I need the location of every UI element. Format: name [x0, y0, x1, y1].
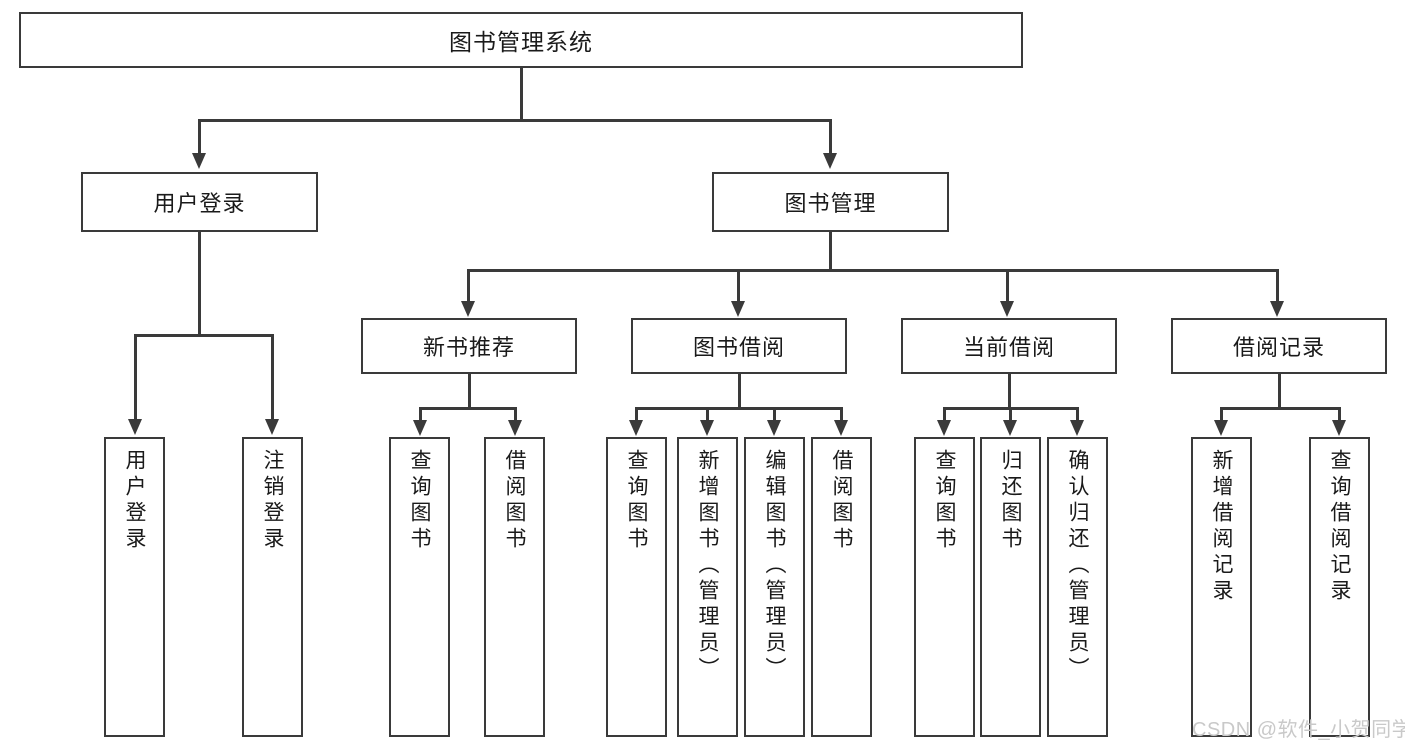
arrowhead-cb-leaf-2: [1003, 420, 1017, 436]
arrowhead-to-leaf-logout: [265, 419, 279, 435]
node-label: 新增图书（管理员）: [696, 449, 719, 683]
arrowhead-br-leaf-2: [1332, 420, 1346, 436]
node-new-book-recommend[interactable]: 新书推荐: [361, 318, 577, 374]
arrowhead-bb-leaf-4: [834, 420, 848, 436]
connector-bb-bus: [635, 407, 842, 410]
arrowhead-bb-leaf-1: [629, 420, 643, 436]
connector-user-login-bus: [134, 334, 273, 337]
node-label: 用户登录: [153, 191, 246, 216]
leaf-br-add-record[interactable]: 新增借阅记录: [1191, 437, 1252, 737]
connector-bb-drop-2: [706, 407, 709, 421]
connector-nbr-drop-2: [514, 407, 517, 421]
connector-root-bus: [198, 119, 832, 122]
connector-root-drop-2: [829, 119, 832, 155]
connector-br-drop-1: [1220, 407, 1223, 421]
node-label: 新书推荐: [422, 335, 515, 360]
leaf-cb-confirm-return-admin[interactable]: 确认归还（管理员）: [1047, 437, 1108, 737]
arrowhead-to-borrow-record: [1270, 301, 1284, 317]
node-label: 查询图书: [933, 449, 956, 553]
leaf-nbr-query-book[interactable]: 查询图书: [389, 437, 450, 737]
connector-bm-drop-3: [1006, 269, 1009, 303]
connector-nbr-bus: [419, 407, 517, 410]
leaf-bb-borrow-book[interactable]: 借阅图书: [811, 437, 872, 737]
leaf-br-query-record[interactable]: 查询借阅记录: [1309, 437, 1370, 737]
leaf-user-login[interactable]: 用户登录: [104, 437, 165, 737]
connector-cb-drop-2: [1009, 407, 1012, 421]
connector-book-management-stem: [829, 232, 832, 271]
connector-bb-drop-3: [773, 407, 776, 421]
node-label: 借阅图书: [503, 449, 526, 553]
arrowhead-to-book-management: [823, 153, 837, 169]
connector-bm-drop-1: [467, 269, 470, 303]
node-label: 图书借阅: [692, 335, 785, 360]
connector-nbr-drop-1: [419, 407, 422, 421]
connector-br-stem: [1278, 374, 1281, 409]
node-label: 图书管理系统: [449, 29, 593, 55]
arrowhead-br-leaf-1: [1214, 420, 1228, 436]
arrowhead-cb-leaf-1: [937, 420, 951, 436]
arrowhead-bb-leaf-2: [700, 420, 714, 436]
csdn-watermark: CSDN @软件_小贺同学: [1192, 719, 1405, 741]
connector-user-login-drop-1: [134, 334, 137, 420]
node-label: 查询图书: [625, 449, 648, 553]
node-label: 注销登录: [261, 449, 284, 553]
node-label: 新增借阅记录: [1210, 449, 1233, 605]
connector-br-bus: [1220, 407, 1340, 410]
node-current-borrow[interactable]: 当前借阅: [901, 318, 1117, 374]
connector-bm-drop-2: [737, 269, 740, 303]
leaf-bb-add-book-admin[interactable]: 新增图书（管理员）: [677, 437, 738, 737]
connector-nbr-stem: [468, 374, 471, 409]
leaf-cb-return-book[interactable]: 归还图书: [980, 437, 1041, 737]
node-label: 查询图书: [408, 449, 431, 553]
connector-bb-drop-1: [635, 407, 638, 421]
leaf-bb-edit-book-admin[interactable]: 编辑图书（管理员）: [744, 437, 805, 737]
node-label: 确认归还（管理员）: [1066, 449, 1089, 683]
arrowhead-to-user-login: [192, 153, 206, 169]
connector-user-login-stem: [198, 232, 201, 335]
node-label: 借阅图书: [830, 449, 853, 553]
arrowhead-to-current-borrow: [1000, 301, 1014, 317]
node-root-book-management-system[interactable]: 图书管理系统: [19, 12, 1023, 68]
arrowhead-nbr-leaf-1: [413, 420, 427, 436]
node-book-borrow[interactable]: 图书借阅: [631, 318, 847, 374]
leaf-bb-query-book[interactable]: 查询图书: [606, 437, 667, 737]
node-label: 借阅记录: [1232, 335, 1325, 360]
connector-cb-drop-3: [1076, 407, 1079, 421]
connector-bb-stem: [738, 374, 741, 409]
arrowhead-nbr-leaf-2: [508, 420, 522, 436]
leaf-logout[interactable]: 注销登录: [242, 437, 303, 737]
node-label: 查询借阅记录: [1328, 449, 1351, 605]
leaf-cb-query-book[interactable]: 查询图书: [914, 437, 975, 737]
node-label: 归还图书: [999, 449, 1022, 553]
connector-cb-drop-1: [943, 407, 946, 421]
connector-user-login-drop-2: [271, 334, 274, 420]
node-book-management[interactable]: 图书管理: [712, 172, 949, 232]
connector-bm-drop-4: [1276, 269, 1279, 303]
arrowhead-cb-leaf-3: [1070, 420, 1084, 436]
node-label: 图书管理: [784, 191, 877, 216]
node-user-login[interactable]: 用户登录: [81, 172, 318, 232]
node-borrow-record[interactable]: 借阅记录: [1171, 318, 1387, 374]
arrowhead-to-book-borrow: [731, 301, 745, 317]
node-label: 编辑图书（管理员）: [763, 449, 786, 683]
arrowhead-to-new-book-recommend: [461, 301, 475, 317]
arrowhead-to-leaf-user-login: [128, 419, 142, 435]
connector-br-drop-2: [1338, 407, 1341, 421]
connector-bb-drop-4: [840, 407, 843, 421]
node-label: 当前借阅: [962, 335, 1055, 360]
leaf-nbr-borrow-book[interactable]: 借阅图书: [484, 437, 545, 737]
connector-root-drop-1: [198, 119, 201, 155]
connector-cb-stem: [1008, 374, 1011, 409]
node-label: 用户登录: [123, 449, 146, 553]
connector-root-stem: [520, 68, 523, 120]
arrowhead-bb-leaf-3: [767, 420, 781, 436]
connector-book-management-bus: [467, 269, 1278, 272]
